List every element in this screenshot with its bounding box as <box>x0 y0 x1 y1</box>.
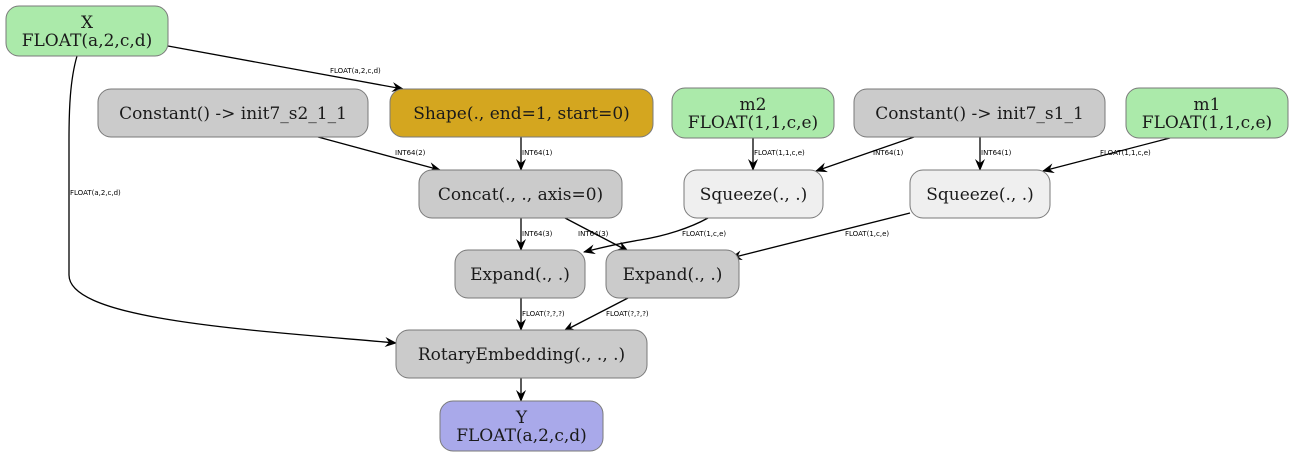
edge-label-x-shape: FLOAT(a,2,c,d) <box>330 67 381 75</box>
node-label: FLOAT(a,2,c,d) <box>456 426 587 446</box>
node-expand-b: Expand(., .) <box>605 249 740 299</box>
edge-m1-squeeze_b <box>1042 137 1171 174</box>
edge-label-expand_b-rotary: FLOAT(?,?,?) <box>606 310 649 318</box>
node-box <box>454 249 586 299</box>
edge-label-const_s2-concat: INT64(2) <box>395 149 426 157</box>
node-box <box>418 169 623 219</box>
node-box <box>671 87 835 139</box>
edge-label-squeeze_b-expand_b: FLOAT(1,c,e) <box>845 230 889 238</box>
node-squeeze-a: Squeeze(., .) <box>683 169 824 219</box>
edge-label-m1-squeeze_b: FLOAT(1,1,c,e) <box>1100 149 1151 157</box>
node-rotary: RotaryEmbedding(., ., .) <box>395 329 648 379</box>
node-label: RotaryEmbedding(., ., .) <box>418 345 625 365</box>
node-box <box>853 88 1106 138</box>
edge-squeeze_b-expand_b <box>730 212 911 261</box>
node-label: Shape(., end=1, start=0) <box>413 104 630 124</box>
node-label: m1 <box>1194 95 1221 115</box>
edge-x-rotary <box>68 55 397 348</box>
node-label: Concat(., ., axis=0) <box>438 185 603 205</box>
node-label: FLOAT(1,1,c,e) <box>688 113 818 133</box>
edge-label-expand_a-rotary: FLOAT(?,?,?) <box>522 310 565 318</box>
node-label: Constant() -> init7_s2_1_1 <box>119 104 347 124</box>
node-box <box>5 5 169 57</box>
edge-label-squeeze_a-expand_a: FLOAT(1,c,e) <box>682 230 726 238</box>
node-shape: Shape(., end=1, start=0) <box>389 88 654 138</box>
node-expand-a: Expand(., .) <box>454 249 586 299</box>
node-label: Y <box>515 408 528 428</box>
node-label: Squeeze(., .) <box>700 185 808 205</box>
edge-label-concat-expand_a: INT64(3) <box>522 230 553 238</box>
edge-label-const_s1-squeeze_b: INT64(1) <box>981 149 1012 157</box>
edge-const_s1-squeeze_a <box>815 136 915 173</box>
node-box <box>605 249 740 299</box>
node-box <box>97 88 369 138</box>
edges-layer <box>68 45 1171 402</box>
edge-label-m2-squeeze_a: FLOAT(1,1,c,e) <box>754 149 805 157</box>
node-label: FLOAT(1,1,c,e) <box>1142 113 1272 133</box>
edge-labels-layer: FLOAT(a,2,c,d) FLOAT(a,2,c,d) INT64(2) INT6… <box>70 67 1151 318</box>
node-label: FLOAT(a,2,c,d) <box>22 31 153 51</box>
node-const-s1: Constant() -> init7_s1_1 <box>853 88 1106 138</box>
edge-squeeze_a-expand_a <box>583 217 709 255</box>
edge-label-const_s1-squeeze_a: INT64(1) <box>873 149 904 157</box>
node-box <box>395 329 648 379</box>
node-box <box>389 88 654 138</box>
node-label: m2 <box>740 95 767 115</box>
edge-label-shape-concat: INT64(1) <box>522 149 553 157</box>
node-box <box>439 400 604 452</box>
node-box <box>909 169 1051 219</box>
node-const-s2: Constant() -> init7_s2_1_1 <box>97 88 369 138</box>
node-label: Expand(., .) <box>470 265 570 285</box>
node-squeeze-b: Squeeze(., .) <box>909 169 1051 219</box>
node-label: Expand(., .) <box>623 265 723 285</box>
node-label: Squeeze(., .) <box>926 185 1034 205</box>
edge-concat-expand_b <box>564 217 629 252</box>
edge-expand_b-rotary <box>563 297 629 332</box>
node-label: X <box>81 13 94 33</box>
node-box <box>1125 87 1289 139</box>
edge-label-x-rotary: FLOAT(a,2,c,d) <box>70 189 121 197</box>
edge-const_s2-concat <box>317 136 441 172</box>
edge-x-shape <box>167 45 404 92</box>
edge-label-concat-expand_b: INT64(3) <box>578 230 609 238</box>
node-label: Constant() -> init7_s1_1 <box>875 104 1084 124</box>
node-concat: Concat(., ., axis=0) <box>418 169 623 219</box>
node-box <box>683 169 824 219</box>
